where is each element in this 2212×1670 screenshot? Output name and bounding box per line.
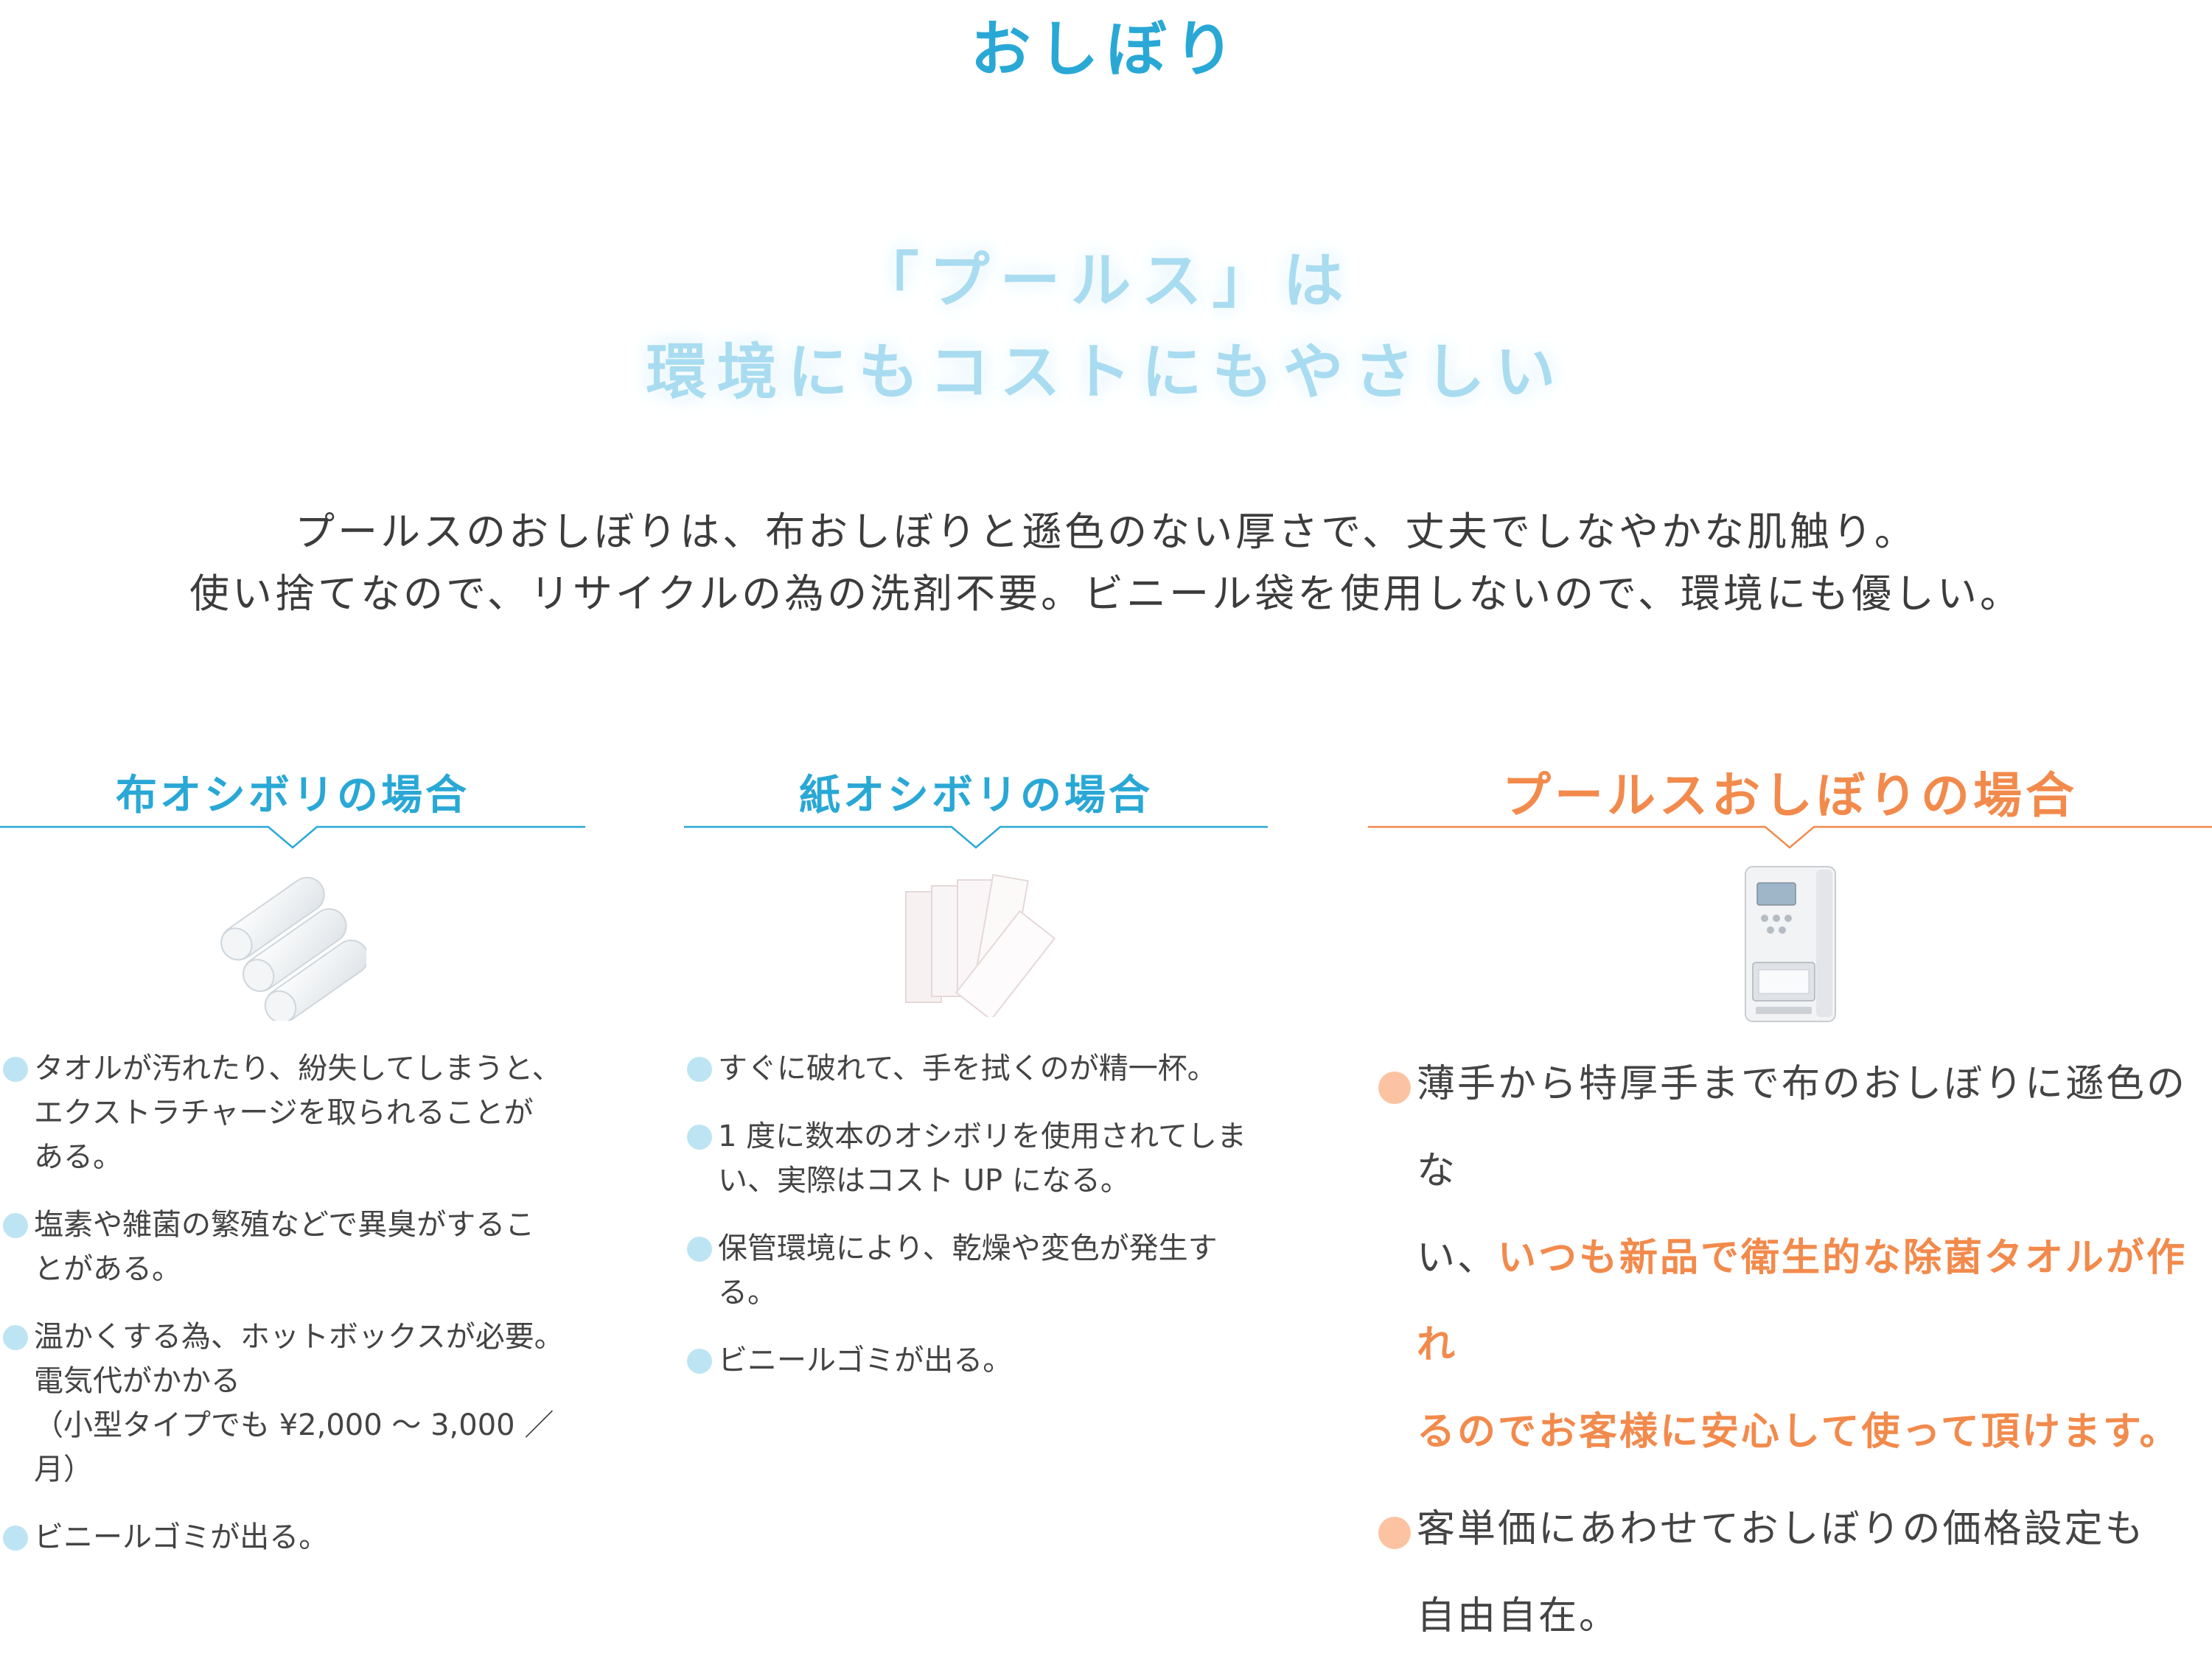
- list-item: 客単価にあわせておしぼりの価格設定も自由自在。: [1368, 1486, 2212, 1660]
- intro-text: プールスのおしぼりは、布おしぼりと遜色のない厚さで、丈夫でしなやかな肌触り。 使…: [0, 501, 2212, 625]
- list-item: 薄手から特厚手まで布のおしぼりに遜色のない、いつも新品で衛生的な除菌タオルが作れ…: [1368, 1041, 2212, 1475]
- headline-line-2: 環境にもコストにもやさしい: [646, 338, 1566, 408]
- cloth-column-heading: 布オシボリの場合: [116, 772, 470, 820]
- bullet-dot-icon: [687, 1349, 712, 1374]
- oshibori-machine-image: [1368, 855, 2212, 1032]
- cloth-heading-divider: [0, 825, 585, 855]
- paper-points-list: すぐに破れて、手を拭くのが精一杯。 1 度に数本のオシボリを使用されてしまい、実…: [684, 1047, 1268, 1383]
- poolus-points-list: 薄手から特厚手まで布のおしぼりに遜色のない、いつも新品で衛生的な除菌タオルが作れ…: [1368, 1041, 2212, 1660]
- list-item: すぐに破れて、手を拭くのが精一杯。: [684, 1047, 1268, 1091]
- rolled-towels-image: [0, 855, 585, 1032]
- bullet-dot-icon: [3, 1057, 28, 1082]
- poolus-column-heading: プールスおしぼりの場合: [1502, 767, 2078, 824]
- bullet-dot-icon: [1378, 1517, 1411, 1549]
- intro-line-1: プールスのおしぼりは、布おしぼりと遜色のない厚さで、丈夫でしなやかな肌触り。: [295, 509, 1917, 555]
- bullet-dot-icon: [1378, 1072, 1411, 1104]
- cloth-points-list: タオルが汚れたり、紛失してしまうと、エクストラチャージを取られることがある。 塩…: [0, 1047, 585, 1559]
- intro-line-2: 使い捨てなので、リサイクルの為の洗剤不要。ビニール袋を使用しないので、環境にも優…: [189, 570, 2023, 617]
- page-title: おしぼり: [970, 15, 1242, 85]
- highlight-text: いつも新品で衛生的な除菌タオルが作れ: [1417, 1236, 2188, 1367]
- bullet-dot-icon: [3, 1325, 28, 1350]
- cloth-oshibori-column: 布オシボリの場合 タオルが汚れたり、紛失してしまうと、エクストラ: [0, 759, 585, 1583]
- paper-oshibori-column: 紙オシボリの場合 すぐに破れて、手を拭くのが精一杯。 1 度に数本のオシボリを使…: [684, 759, 1268, 1406]
- poolus-oshibori-column: プールスおしぼりの場合 薄手から特厚手まで布のおしぼりに遜色のない、いつも新品で…: [1368, 759, 2212, 1670]
- list-item: 保管環境により、乾燥や変色が発生する。: [684, 1226, 1268, 1315]
- bullet-dot-icon: [687, 1057, 712, 1082]
- list-item: 1 度に数本のオシボリを使用されてしまい、実際はコスト UP になる。: [684, 1114, 1268, 1203]
- bullet-dot-icon: [687, 1125, 712, 1150]
- list-item: ビニールゴミが出る。: [684, 1338, 1268, 1383]
- paper-column-heading: 紙オシボリの場合: [799, 772, 1153, 820]
- headline-line-1: 「プールス」は: [858, 246, 1354, 316]
- poolus-heading-divider: [1368, 825, 2212, 855]
- headline: 「プールス」は 環境にもコストにもやさしい: [0, 236, 2212, 419]
- list-item: 塩素や雑菌の繁殖などで異臭がすることがある。: [0, 1203, 585, 1291]
- list-item: タオルが汚れたり、紛失してしまうと、エクストラチャージを取られることがある。: [0, 1047, 585, 1179]
- highlight-text: るのでお客様に安心して使って頂けます。: [1417, 1410, 2180, 1454]
- bullet-dot-icon: [687, 1237, 712, 1262]
- bullet-dot-icon: [3, 1213, 28, 1238]
- list-item: 温かくする為、ホットボックスが必要。電気代がかかる（小型タイプでも ¥2,000…: [0, 1315, 585, 1492]
- bullet-dot-icon: [3, 1526, 28, 1551]
- list-item: ビニールゴミが出る。: [0, 1515, 585, 1559]
- paper-heading-divider: [684, 825, 1268, 855]
- paper-packets-image: [684, 855, 1268, 1032]
